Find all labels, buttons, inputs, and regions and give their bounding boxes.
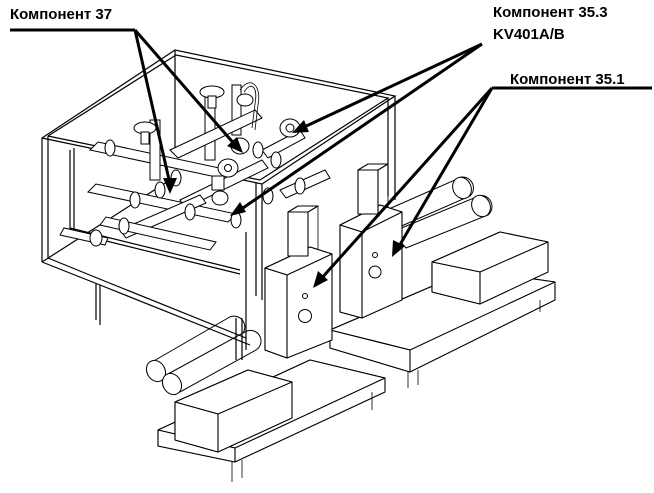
left-valve-housing [264,205,333,359]
leader-arrows [10,28,652,288]
label-component-35-3: Компонент 35.3 [493,4,608,21]
label-kv401ab: KV401A/B [493,26,565,43]
left-cabinet [174,369,293,453]
right-valve-housing [339,163,403,319]
right-tanks [381,176,493,249]
left-tanks [145,315,262,396]
label-component-37: Компонент 37 [10,6,113,23]
label-component-35-1: Компонент 35.1 [510,71,625,88]
right-cabinet [431,231,549,305]
